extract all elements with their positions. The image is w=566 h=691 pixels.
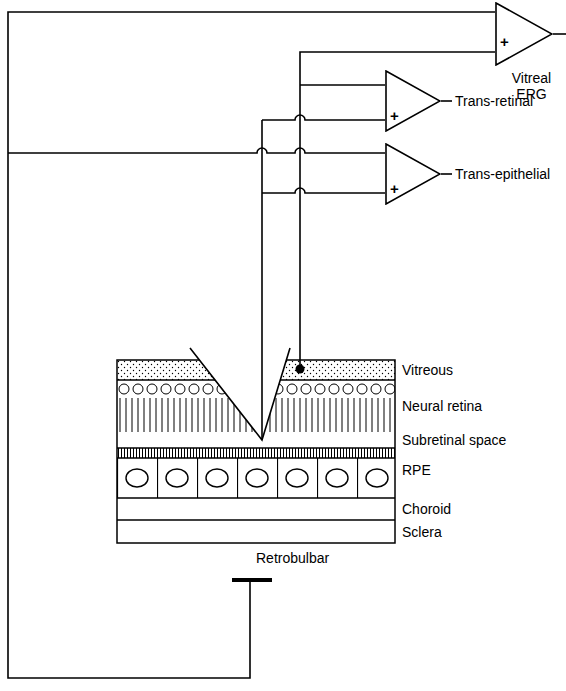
layer-label: Vitreous: [402, 362, 453, 378]
retrobulbar-branch-wire: [8, 148, 385, 153]
layer-label: Choroid: [402, 501, 451, 517]
layer-label: Choroid: [402, 501, 451, 517]
input-polarity: +: [390, 108, 399, 123]
layer-border: [117, 519, 395, 521]
rpe-cells: [117, 458, 395, 498]
electrode-label: Retrobulbar: [256, 550, 329, 566]
microelectrode-wire: [261, 120, 263, 440]
layer-label: Subretinal space: [402, 432, 506, 448]
vitreous-electrode: [296, 365, 305, 374]
output-wire: [441, 173, 452, 175]
layer-label: Sclera: [402, 524, 442, 540]
electrode-label: Retrobulbar: [256, 550, 329, 566]
layer-label: RPE: [402, 462, 431, 478]
amplifier-triangle: [386, 144, 440, 204]
layer-border: [117, 447, 395, 449]
output-wire: [553, 33, 566, 35]
layer-border: [117, 457, 395, 459]
layer-label: Subretinal space: [402, 432, 506, 448]
input-polarity: +: [500, 34, 509, 49]
retrobulbar-wire: [8, 12, 495, 678]
microelectrode: [190, 348, 290, 440]
output-wire: [441, 100, 452, 102]
output-label: Trans-retinal: [455, 93, 533, 109]
vitreous-branch-wire: [300, 84, 385, 86]
layer-border: [117, 497, 395, 499]
amplifier: +: [495, 2, 553, 66]
layer-label: Neural retina: [402, 398, 482, 414]
amplifier-triangle: [386, 71, 440, 131]
microelectrode-branch-wire: [262, 115, 385, 120]
retrobulbar-electrode: [232, 578, 272, 582]
amplifier: +: [385, 70, 441, 132]
output-label: Trans-epithelial: [455, 166, 550, 182]
output-label: Trans-retinal: [455, 93, 533, 109]
amplifier-triangle: [496, 3, 552, 65]
rpe-microvilli: [117, 448, 395, 458]
layer-label: Neural retina: [402, 398, 482, 414]
layer-label: Vitreous: [402, 362, 453, 378]
microelectrode-branch-wire: [262, 188, 385, 193]
amplifier: +: [385, 143, 441, 205]
microelectrode-body: [190, 348, 290, 440]
input-polarity: +: [390, 181, 399, 196]
layer-label: Sclera: [402, 524, 442, 540]
layer-label: RPE: [402, 462, 431, 478]
output-label: Trans-epithelial: [455, 166, 550, 182]
